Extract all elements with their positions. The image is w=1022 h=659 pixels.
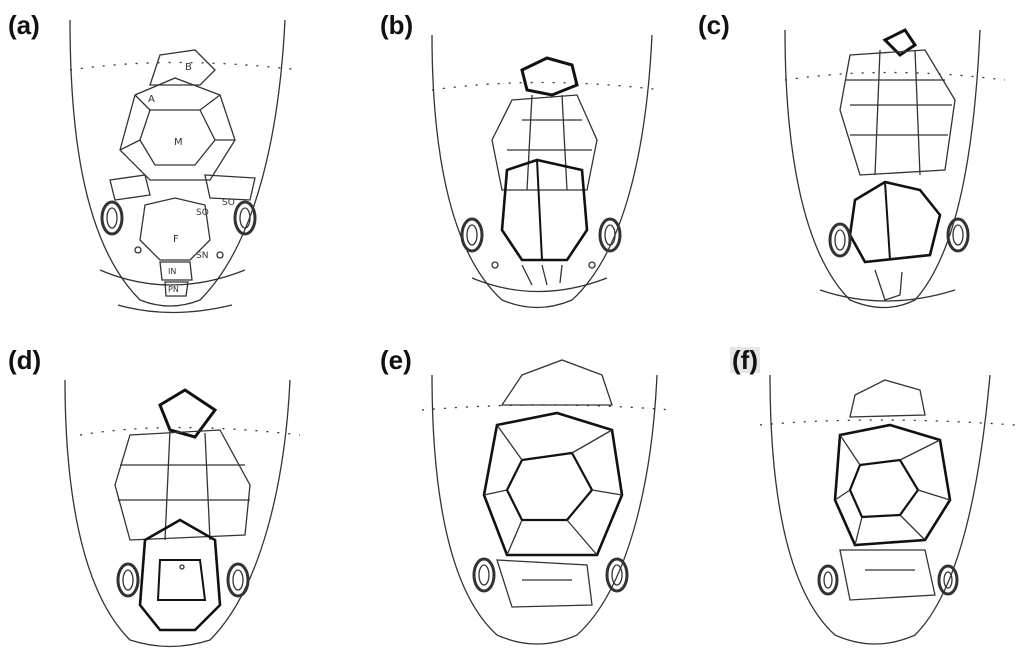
scale-label-m: M — [174, 137, 183, 148]
scale-label-so-2: SO — [222, 198, 235, 208]
head-outline-b — [372, 0, 702, 320]
head-outline-c — [690, 0, 1020, 320]
panel-a: (a) B A M — [0, 0, 330, 320]
scale-label-b: B — [185, 62, 192, 73]
scale-label-sn: SN — [196, 251, 208, 261]
head-outline-d — [0, 335, 330, 655]
panel-b: (b) — [372, 0, 702, 320]
head-outline-a: B A M SO SO F SN IN PN — [0, 0, 330, 320]
head-outline-e — [372, 335, 702, 655]
panel-c: (c) — [690, 0, 1020, 320]
scale-label-so-1: SO — [196, 208, 209, 218]
panel-e: (e) — [372, 335, 702, 655]
panel-d: (d) — [0, 335, 330, 655]
scale-label-pn: PN — [168, 285, 179, 294]
scale-label-in: IN — [168, 267, 176, 276]
panel-f: (f) — [690, 335, 1020, 655]
scale-label-f: F — [173, 234, 179, 245]
scale-label-a: A — [148, 94, 155, 105]
head-outline-f — [690, 335, 1020, 655]
